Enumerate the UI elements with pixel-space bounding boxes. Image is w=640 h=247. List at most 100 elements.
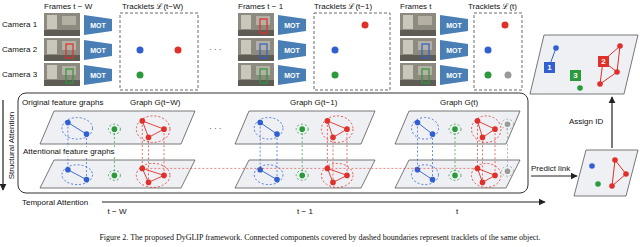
graph-node — [415, 120, 421, 126]
cluster-boundary — [62, 165, 93, 185]
graph-plane — [235, 111, 375, 144]
wall-panel — [256, 41, 270, 50]
assign-arrow — [611, 97, 612, 148]
wall-panel — [418, 41, 432, 50]
camera-frame — [44, 63, 80, 86]
graph-plane — [235, 160, 375, 188]
graph-node — [480, 135, 486, 141]
id-number: 2 — [601, 58, 605, 66]
wall-panel — [256, 16, 270, 25]
graph-node — [452, 173, 458, 179]
mot-block: MOT — [440, 15, 468, 35]
attention-link — [327, 121, 328, 168]
tracklet-dot — [332, 47, 339, 54]
tracklet-dot — [332, 72, 339, 79]
floor — [238, 30, 274, 36]
camera-frame — [238, 38, 274, 61]
graph-edge — [68, 170, 87, 180]
floor — [400, 30, 436, 36]
tracklet-dot — [137, 47, 144, 54]
block-label: MOT — [446, 72, 462, 79]
block-label: MOT — [90, 72, 106, 79]
graph-node — [430, 177, 436, 183]
camera-frame — [400, 13, 436, 36]
graph-edge — [260, 123, 277, 135]
graph-plane — [40, 160, 195, 188]
frame-ground — [44, 63, 80, 86]
mot-block: MOT — [440, 40, 468, 60]
door — [241, 15, 251, 29]
camera-frame — [400, 38, 436, 61]
graph-node — [612, 157, 618, 163]
graph-node — [65, 120, 71, 126]
graph-node — [299, 173, 305, 179]
graph-node — [84, 177, 90, 183]
graph-node — [480, 180, 486, 186]
cluster-boundary — [136, 116, 170, 143]
graph-edge — [327, 168, 347, 175]
cluster-boundary — [108, 124, 120, 134]
cluster-boundary — [321, 116, 353, 143]
tracklet-dot — [505, 72, 512, 79]
graph-node — [505, 168, 511, 174]
id-edge — [600, 72, 617, 84]
mot-block: MOT — [278, 65, 306, 85]
attention-link — [260, 123, 261, 170]
graph-node — [146, 135, 152, 141]
attention-link — [495, 129, 496, 175]
floor — [44, 30, 80, 36]
floor — [44, 55, 80, 61]
person-box — [260, 69, 267, 83]
graph-node — [597, 81, 603, 87]
graph-node — [577, 85, 583, 91]
graph-node — [146, 180, 152, 186]
graph-node — [609, 183, 615, 189]
temporal-link — [142, 168, 327, 169]
graph-edge — [418, 123, 433, 135]
graph-edge — [142, 168, 164, 175]
figure-label: Predict link — [531, 164, 570, 173]
figure-label: Structural Attention — [8, 111, 17, 179]
cluster-boundary — [62, 118, 93, 140]
id-box: 3 — [570, 70, 581, 81]
tracklet-dot — [175, 47, 182, 54]
attention-link — [148, 137, 149, 182]
person-box — [66, 44, 73, 58]
frame-ground — [44, 13, 80, 36]
id-box: 2 — [598, 56, 609, 67]
attention-link — [333, 137, 334, 182]
figure-label: Tracklets ℒ(t) — [468, 2, 517, 11]
cluster-boundary — [502, 166, 514, 176]
attention-link — [417, 123, 418, 170]
attention-link — [432, 134, 433, 180]
figure-label: Assign ID — [568, 117, 604, 126]
graph-plane — [40, 111, 195, 144]
figure-label: Camera 3 — [2, 70, 37, 79]
graph-node — [112, 173, 118, 179]
mot-block: MOT — [278, 40, 306, 60]
graph-plane — [395, 111, 520, 144]
tracklets-box — [120, 13, 198, 90]
mot-block: MOT — [84, 40, 112, 60]
figure-label: Tracklets ℒ(t−1) — [314, 2, 372, 11]
graph-node — [614, 69, 620, 75]
tracklets-box — [474, 13, 522, 90]
door — [47, 65, 57, 79]
cluster-boundary — [254, 118, 283, 140]
camera-frame — [44, 38, 80, 61]
graph-node — [325, 118, 331, 124]
graph-plane — [395, 160, 520, 188]
camera-frame — [44, 13, 80, 36]
graph-node — [452, 126, 458, 132]
figure-label: Original feature graphs — [22, 98, 103, 107]
figure-label: Attentional feature graphs — [22, 147, 116, 156]
cluster-boundary — [472, 116, 502, 143]
graph-node — [505, 121, 511, 127]
temporal-arrow — [102, 201, 545, 202]
figure-label: Graph G(t−W) — [130, 98, 180, 107]
figure-label: t − 1 — [297, 207, 313, 216]
mot-block: MOT — [440, 65, 468, 85]
figure-label: Graph G(t) — [440, 98, 478, 107]
structural-band — [18, 93, 528, 193]
tracklet-dot — [362, 22, 369, 29]
